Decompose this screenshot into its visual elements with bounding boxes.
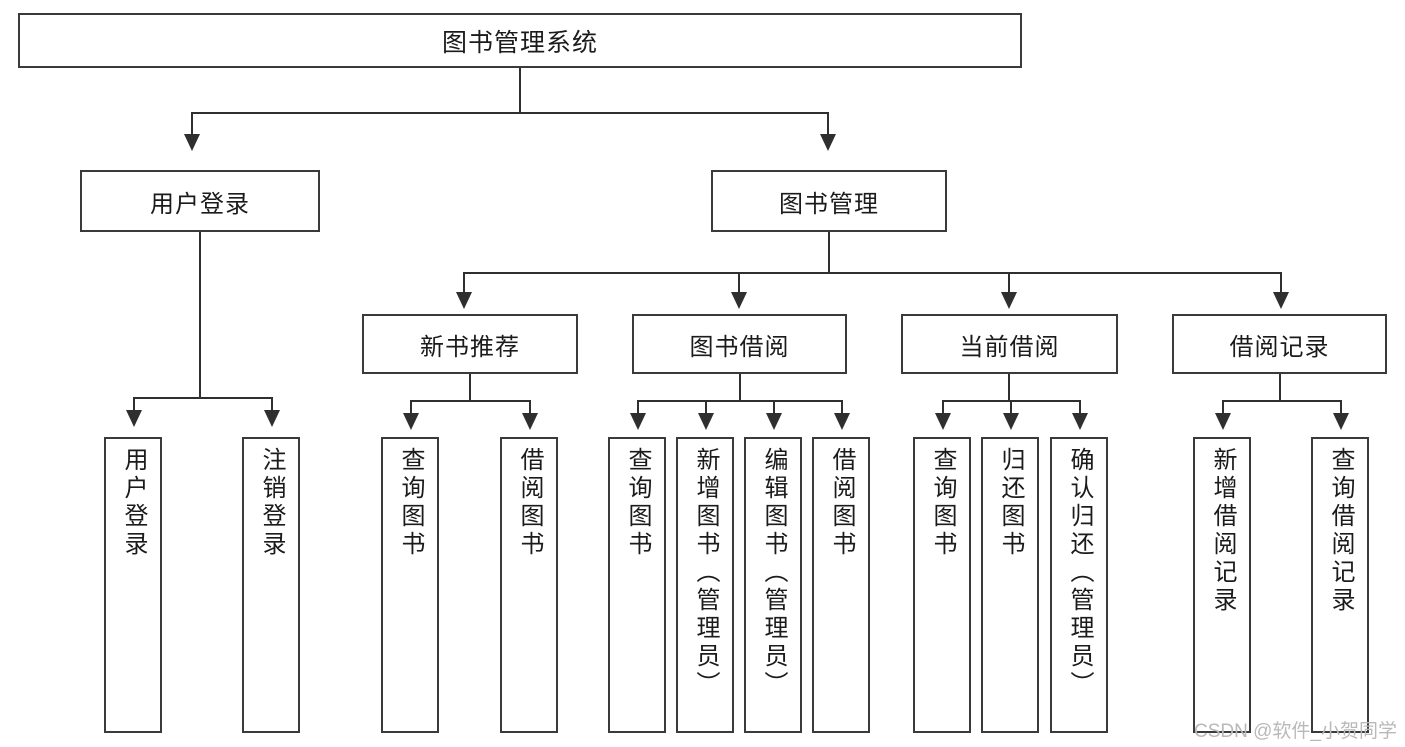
leaf-user-login[interactable]: 用户登录 — [104, 437, 162, 733]
arrowhead-recommend-leaf-1 — [403, 413, 419, 430]
connector-to-book-manage — [827, 112, 829, 136]
node-label: 新书推荐 — [420, 333, 520, 361]
connector-user-login-stem — [199, 232, 201, 398]
connector-borrow-drop-2 — [705, 400, 707, 415]
node-label: 新增借阅记录 — [1209, 447, 1236, 615]
node-label: 查询借阅记录 — [1327, 447, 1354, 615]
connector-level3-drop-4 — [1280, 272, 1282, 294]
connector-borrow-stem — [739, 374, 741, 401]
connector-borrow-drop-4 — [841, 400, 843, 415]
connector-user-login-drop-2 — [271, 397, 273, 412]
connector-level3-drop-2 — [738, 272, 740, 294]
connector-borrow-bus — [637, 400, 841, 402]
node-new-book-recommend[interactable]: 新书推荐 — [362, 314, 578, 374]
arrowhead-leaf-logout — [264, 410, 280, 427]
node-book-borrow[interactable]: 图书借阅 — [632, 314, 847, 374]
connector-record-drop-1 — [1222, 400, 1224, 415]
arrowhead-borrow-leaf-2 — [698, 413, 714, 430]
leaf-recommend-query-book[interactable]: 查询图书 — [381, 437, 439, 733]
node-label: 借阅图书 — [828, 447, 855, 559]
arrowhead-borrow-record — [1273, 292, 1289, 309]
node-label: 用户登录 — [150, 190, 250, 218]
connector-user-login-drop-1 — [133, 397, 135, 412]
connector-root-stem — [519, 68, 521, 113]
node-label: 确认归还（管理员） — [1066, 447, 1093, 699]
node-label: 图书管理系统 — [441, 28, 598, 57]
node-label: 图书管理 — [779, 190, 879, 218]
arrowhead-book-borrow — [731, 292, 747, 309]
arrowhead-current-leaf-2 — [1003, 413, 1019, 430]
leaf-record-add[interactable]: 新增借阅记录 — [1193, 437, 1251, 733]
arrowhead-book-manage — [820, 134, 836, 151]
leaf-current-return-book[interactable]: 归还图书 — [981, 437, 1039, 733]
connector-borrow-drop-3 — [773, 400, 775, 415]
arrowhead-record-leaf-2 — [1333, 413, 1349, 430]
leaf-logout[interactable]: 注销登录 — [242, 437, 300, 733]
arrowhead-current-leaf-1 — [935, 413, 951, 430]
node-label: 借阅记录 — [1229, 333, 1330, 361]
arrowhead-recommend-leaf-2 — [522, 413, 538, 430]
arrowhead-new-book-recommend — [456, 292, 472, 309]
connector-current-drop-2 — [1010, 400, 1012, 415]
leaf-borrow-borrow-book[interactable]: 借阅图书 — [812, 437, 870, 733]
node-root-system[interactable]: 图书管理系统 — [18, 13, 1022, 68]
connector-level3-drop-3 — [1008, 272, 1010, 294]
arrowhead-current-borrow — [1001, 292, 1017, 309]
node-borrow-record[interactable]: 借阅记录 — [1172, 314, 1387, 374]
node-current-borrow[interactable]: 当前借阅 — [901, 314, 1118, 374]
node-label: 归还图书 — [997, 447, 1024, 559]
arrowhead-record-leaf-1 — [1215, 413, 1231, 430]
connector-recommend-drop-2 — [529, 400, 531, 415]
connector-level3-bus — [463, 272, 1281, 274]
connector-user-login-bus — [133, 397, 271, 399]
leaf-borrow-query-book[interactable]: 查询图书 — [608, 437, 666, 733]
arrowhead-borrow-leaf-1 — [630, 413, 646, 430]
leaf-borrow-edit-book[interactable]: 编辑图书（管理员） — [744, 437, 802, 733]
node-label: 查询图书 — [929, 447, 956, 559]
arrowhead-leaf-user-login — [126, 410, 142, 427]
connector-current-drop-1 — [942, 400, 944, 415]
node-label: 编辑图书（管理员） — [760, 447, 787, 699]
csdn-watermark: CSDN @软件_小贺同学 — [1194, 721, 1397, 742]
arrowhead-borrow-leaf-4 — [834, 413, 850, 430]
arrowhead-user-login — [184, 134, 200, 151]
node-book-manage[interactable]: 图书管理 — [711, 170, 947, 232]
node-user-login[interactable]: 用户登录 — [80, 170, 320, 232]
leaf-current-confirm-return[interactable]: 确认归还（管理员） — [1050, 437, 1108, 733]
node-label: 查询图书 — [397, 447, 424, 559]
connector-book-manage-stem — [828, 232, 830, 273]
connector-record-stem — [1279, 374, 1281, 401]
node-label: 新增图书（管理员） — [692, 447, 719, 699]
connector-current-stem — [1008, 374, 1010, 401]
node-label: 图书借阅 — [689, 333, 790, 361]
node-label: 查询图书 — [624, 447, 651, 559]
leaf-recommend-borrow-book[interactable]: 借阅图书 — [500, 437, 558, 733]
connector-record-drop-2 — [1340, 400, 1342, 415]
connector-recommend-stem — [469, 374, 471, 401]
connector-current-drop-3 — [1079, 400, 1081, 415]
arrowhead-current-leaf-3 — [1072, 413, 1088, 430]
connector-borrow-drop-1 — [637, 400, 639, 415]
leaf-borrow-add-book[interactable]: 新增图书（管理员） — [676, 437, 734, 733]
connector-to-user-login — [191, 112, 193, 136]
node-label: 用户登录 — [120, 447, 147, 559]
node-label: 注销登录 — [258, 447, 285, 559]
node-label: 借阅图书 — [516, 447, 543, 559]
connector-level2-bus — [191, 112, 828, 114]
leaf-record-query[interactable]: 查询借阅记录 — [1311, 437, 1369, 733]
connector-level3-drop-1 — [463, 272, 465, 294]
connector-record-bus — [1222, 400, 1340, 402]
connector-recommend-bus — [410, 400, 529, 402]
node-label: 当前借阅 — [959, 333, 1060, 361]
connector-recommend-drop-1 — [410, 400, 412, 415]
arrowhead-borrow-leaf-3 — [766, 413, 782, 430]
leaf-current-query-book[interactable]: 查询图书 — [913, 437, 971, 733]
